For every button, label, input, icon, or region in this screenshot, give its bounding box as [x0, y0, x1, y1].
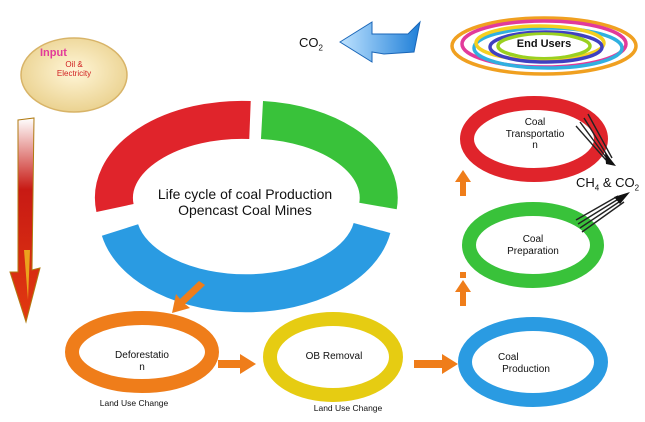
input-line2: Electricity: [56, 68, 92, 78]
production-label: Coal Production: [486, 352, 566, 375]
input-title: Input: [40, 47, 67, 59]
co2-text: CO: [299, 35, 319, 50]
emissions-co-sub: 2: [634, 183, 640, 193]
co2-subscript: 2: [318, 43, 323, 53]
arrow-to-ob-removal: [218, 354, 256, 374]
ob-removal-label: OB Removal: [305, 351, 363, 362]
end-users-label: End Users: [516, 38, 572, 50]
production-ring: [458, 317, 608, 407]
preparation-ring: [462, 202, 604, 288]
production-line2: Production: [502, 363, 550, 375]
emissions-ch: CH: [576, 175, 595, 190]
transport-line1: Coal: [524, 117, 546, 128]
production-line1: Coal: [498, 352, 519, 363]
lifecycle-line1: Life cycle of coal Production: [157, 186, 333, 202]
input-bubble: [20, 37, 128, 113]
deforestation-caption: Land Use Change: [99, 398, 169, 408]
emissions-label: CH4 & CO2: [576, 175, 645, 193]
emissions-ch-sub: 4: [594, 183, 600, 193]
input-label: Input Oil & Electricity: [30, 47, 118, 78]
emission-arrows: [575, 113, 625, 233]
deforestation-ring: [65, 311, 219, 393]
arrow-to-transport: [455, 170, 471, 196]
input-line1: Oil &: [65, 59, 83, 69]
arrow-to-deforestation: [172, 281, 205, 313]
lifecycle-label: Life cycle of coal Production Opencast C…: [140, 186, 350, 218]
preparation-line2: Preparation: [507, 245, 559, 257]
preparation-line1: Coal: [522, 234, 544, 245]
co2-arrow: [339, 20, 421, 63]
deforestation-line2: n: [139, 361, 145, 373]
ob-removal-caption: Land Use Change: [313, 403, 383, 413]
emission-arrowheads: [605, 152, 630, 204]
arrow-to-preparation: [455, 280, 471, 306]
preparation-label: Coal Preparation: [495, 234, 571, 257]
transport-label: Coal Transportatio n: [495, 117, 575, 152]
end-users-swirl: [450, 16, 638, 76]
input-down-arrow: [9, 117, 41, 324]
transport-line3: n: [532, 140, 538, 151]
lifecycle-line2: Opencast Coal Mines: [178, 202, 312, 219]
transport-line2: Transportatio: [505, 128, 565, 140]
arrow-to-production: [414, 354, 458, 374]
deforestation-label: Deforestatio n: [102, 350, 182, 373]
flow-arrows: [172, 170, 471, 374]
ob-removal-ring: [263, 312, 403, 402]
co2-label: CO2: [299, 35, 339, 53]
deforestation-line1: Deforestatio: [115, 350, 169, 361]
lifecycle-ring: [94, 100, 398, 313]
emissions-amp: & CO: [599, 175, 635, 190]
